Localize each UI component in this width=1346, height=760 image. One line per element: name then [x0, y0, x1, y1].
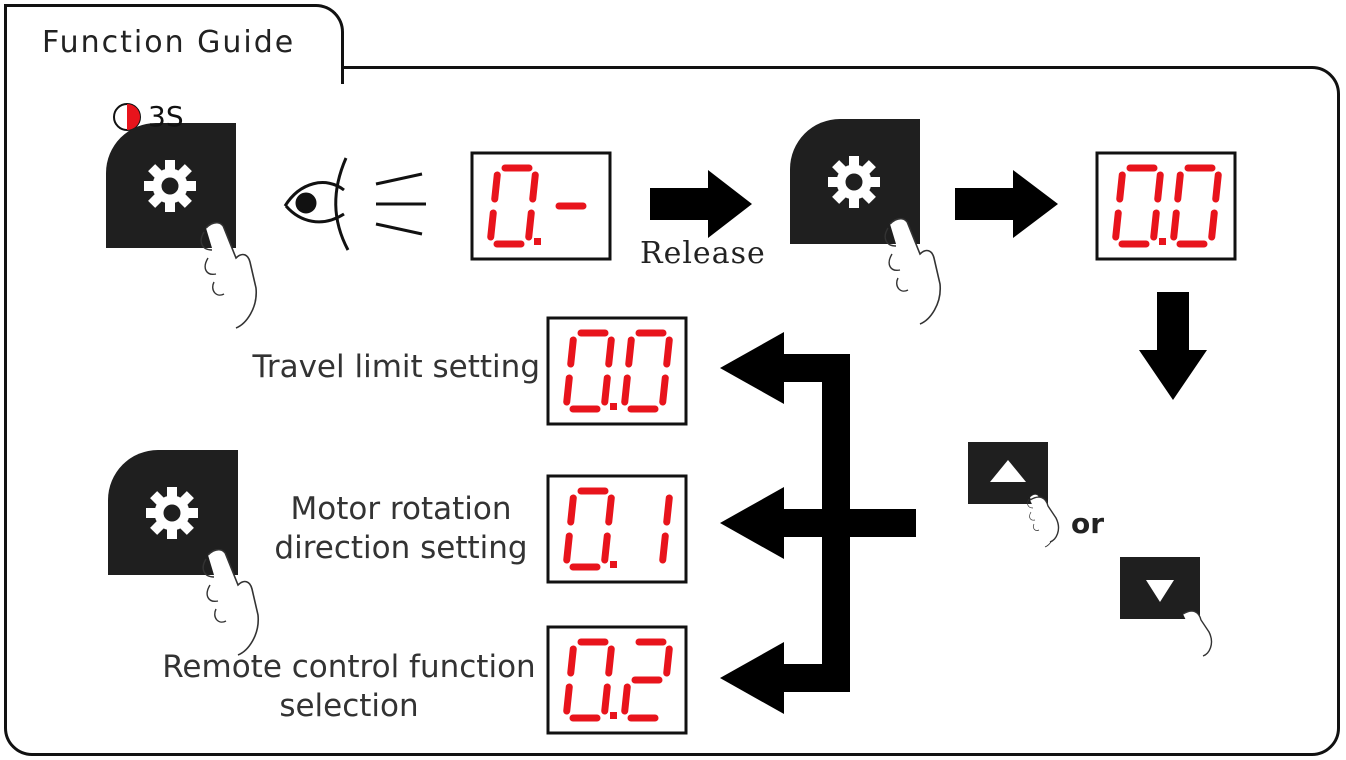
header-tab: Function Guide	[4, 4, 344, 84]
settings-button-icon	[790, 119, 940, 324]
display-segment	[1170, 209, 1180, 241]
display-segment	[621, 374, 631, 406]
display-segment	[1112, 209, 1122, 241]
display-segment	[1212, 171, 1222, 203]
decimal-point	[610, 712, 617, 719]
display-segment	[605, 645, 615, 677]
display-segment	[563, 374, 573, 406]
down-button-icon	[1120, 557, 1213, 657]
display-function-select	[1095, 151, 1237, 261]
display-segment	[1208, 209, 1218, 241]
display-segment	[621, 683, 631, 715]
option-label-travel-limit: Travel limit setting	[252, 349, 540, 385]
or-label: or	[1071, 507, 1105, 540]
decimal-point	[534, 238, 541, 245]
option-label-remote-control: Remote control function selection	[162, 649, 536, 724]
display-initial	[470, 151, 612, 261]
decimal-point	[610, 403, 617, 410]
display-segment	[601, 374, 611, 406]
display-segment	[563, 683, 573, 715]
display-segment	[659, 532, 669, 564]
decimal-point	[1159, 238, 1166, 245]
display-segment	[567, 336, 577, 368]
display-segment	[605, 494, 615, 526]
eye-icon	[283, 157, 426, 251]
display-segment	[567, 645, 577, 677]
display-segment	[1116, 171, 1126, 203]
display-segment	[625, 336, 635, 368]
arrow-right-icon	[955, 170, 1058, 238]
display-segment	[605, 336, 615, 368]
timer-icon	[113, 103, 141, 131]
arrow-down-icon	[1139, 292, 1207, 400]
settings-button-icon	[108, 450, 258, 655]
display-segment	[1150, 209, 1160, 241]
release-label: Release	[640, 236, 766, 271]
display-option-2	[546, 625, 688, 735]
display-segment	[567, 494, 577, 526]
up-button-icon	[968, 442, 1060, 548]
display-segment	[525, 209, 535, 241]
display-segment	[601, 532, 611, 564]
display-segment	[601, 683, 611, 715]
branch-connector	[720, 332, 916, 714]
press-duration: 3S	[148, 100, 184, 133]
page-title: Function Guide	[42, 25, 296, 60]
display-segment	[491, 171, 501, 203]
diagram-frame	[4, 66, 1340, 756]
display-segment	[487, 209, 497, 241]
display-segment	[659, 374, 669, 406]
decimal-point	[610, 561, 617, 568]
display-segment	[663, 645, 673, 677]
display-option-0	[546, 316, 688, 426]
display-segment	[663, 494, 673, 526]
display-segment	[563, 532, 573, 564]
arrow-right-icon	[650, 170, 752, 238]
display-segment	[663, 336, 673, 368]
option-label-motor-direction: Motor rotation direction setting	[274, 491, 528, 566]
settings-button-icon	[106, 123, 256, 328]
display-segment	[1174, 171, 1184, 203]
display-segment	[1154, 171, 1164, 203]
display-segment	[529, 171, 539, 203]
display-option-1	[546, 474, 688, 584]
